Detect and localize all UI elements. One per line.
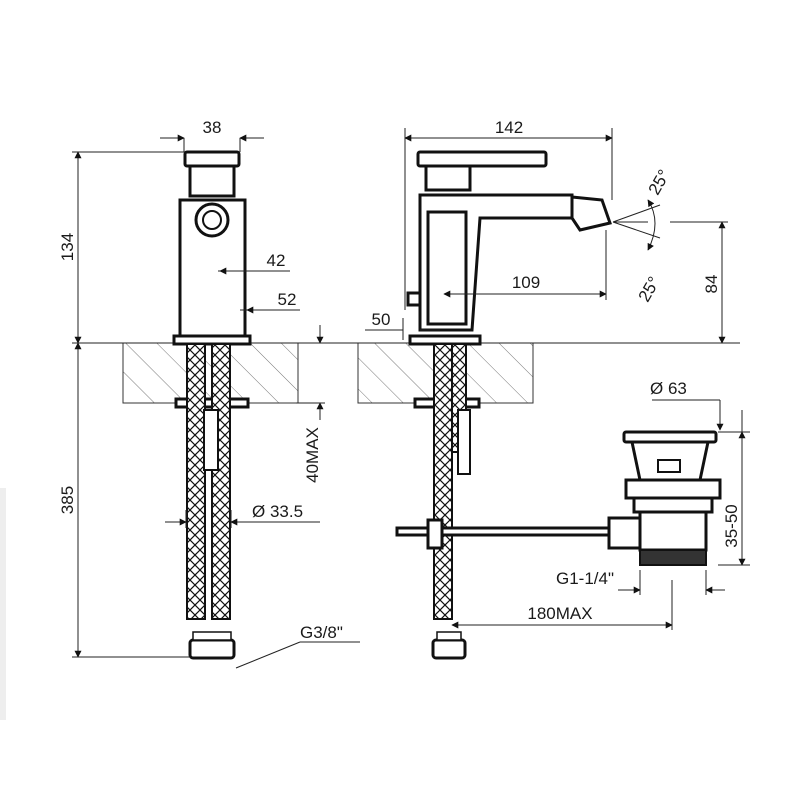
dim-hose-thread: G3/8" (300, 623, 343, 642)
dim-waste-thread: G1-1/4" (556, 569, 614, 588)
dim-front-width: 142 (495, 118, 523, 137)
dim-spout-height: 84 (702, 275, 721, 294)
dim-side-depth-42: 42 (267, 251, 286, 270)
dim-waste-diameter: Ø 63 (650, 379, 687, 398)
dim-angle-down: 25° (635, 273, 664, 305)
edge-strip (0, 488, 6, 720)
dim-base-offset: 50 (372, 310, 391, 329)
waste-assembly (607, 430, 722, 566)
dim-deck-max: 40MAX (303, 427, 322, 483)
dim-hose-diameter: Ø 33.5 (252, 502, 303, 521)
dim-side-depth-52: 52 (278, 290, 297, 309)
dim-spout-reach: 109 (512, 273, 540, 292)
dim-angle-up: 25° (645, 166, 674, 198)
dim-side-height: 134 (58, 233, 77, 261)
dim-waste-height: 35-50 (722, 504, 741, 547)
deck-section-left (122, 342, 299, 404)
dim-rod-max: 180MAX (527, 604, 592, 623)
dim-hose-length: 385 (58, 486, 77, 514)
dim-side-width: 38 (203, 118, 222, 137)
side-view-mixer (172, 150, 252, 660)
